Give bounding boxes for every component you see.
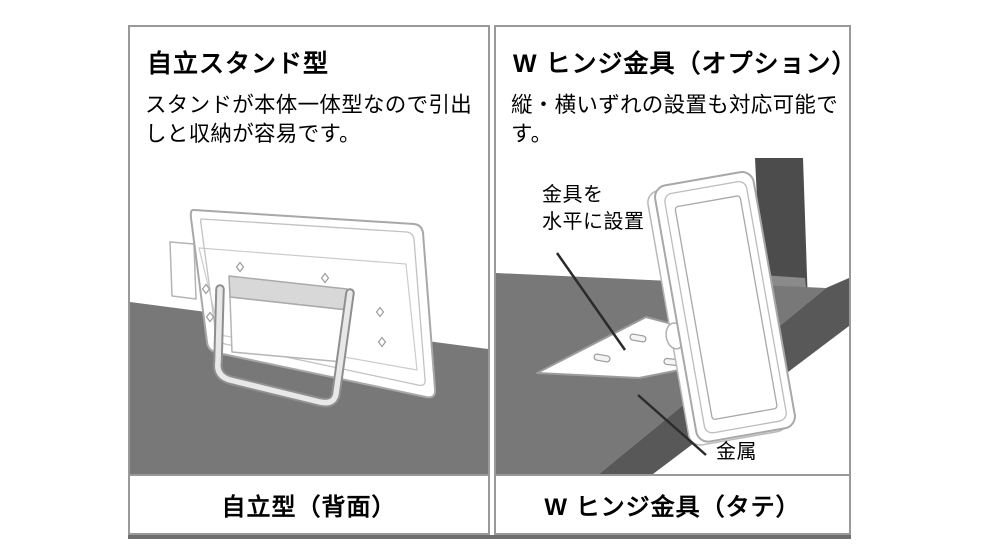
panel-right-caption: W ヒンジ金具（タテ）	[496, 474, 849, 533]
device-mounting-plate	[198, 247, 418, 371]
panel-right-description: 縦・横いずれの設置も対応可能です。	[511, 93, 839, 146]
bottom-shadow	[128, 535, 851, 539]
device-screen	[674, 195, 778, 420]
screw-holes	[201, 261, 387, 348]
self-standing-illustration	[130, 208, 488, 474]
device-inner-outline	[200, 218, 426, 387]
metal-leader-line	[637, 394, 707, 456]
panel-left-title: 自立スタンド型	[147, 50, 330, 78]
bracket-annotation: 金具を 水平に設置	[542, 182, 645, 236]
w-hinge-illustration	[496, 158, 849, 474]
bracket-leader-line	[555, 252, 627, 351]
panel-self-standing-content: 自立スタンド型 スタンドが本体一体型なので引出しと収納が容易です。	[130, 27, 488, 474]
metal-annotation: 金属	[716, 441, 757, 463]
device-side-notch	[169, 241, 197, 300]
stand-flap	[228, 275, 349, 363]
stand-wire-leg	[213, 284, 355, 408]
panel-right-caption-text: W ヒンジ金具（タテ）	[544, 494, 801, 521]
panel-left-caption: 自立型（背面）	[130, 474, 488, 533]
panel-left-caption-text: 自立型（背面）	[221, 494, 397, 521]
panel-right-title: W ヒンジ金具（オプション）	[513, 50, 849, 78]
device-bezel-outline	[664, 180, 787, 434]
bracket-annotation-line2: 水平に設置	[542, 211, 645, 233]
panel-w-hinge: W ヒンジ金具（オプション） 縦・横いずれの設置も対応可能です。 金具を 水平に…	[494, 25, 851, 535]
panel-self-standing: 自立スタンド型 スタンドが本体一体型なので引出しと収納が容易です。 自立型（背面…	[128, 25, 490, 535]
panel-left-description: スタンドが本体一体型なので引出しと収納が容易です。	[145, 93, 473, 146]
bracket-annotation-line1: 金具を	[542, 184, 604, 206]
panel-w-hinge-content: W ヒンジ金具（オプション） 縦・横いずれの設置も対応可能です。 金具を 水平に…	[496, 27, 849, 474]
upright-device	[647, 171, 796, 446]
